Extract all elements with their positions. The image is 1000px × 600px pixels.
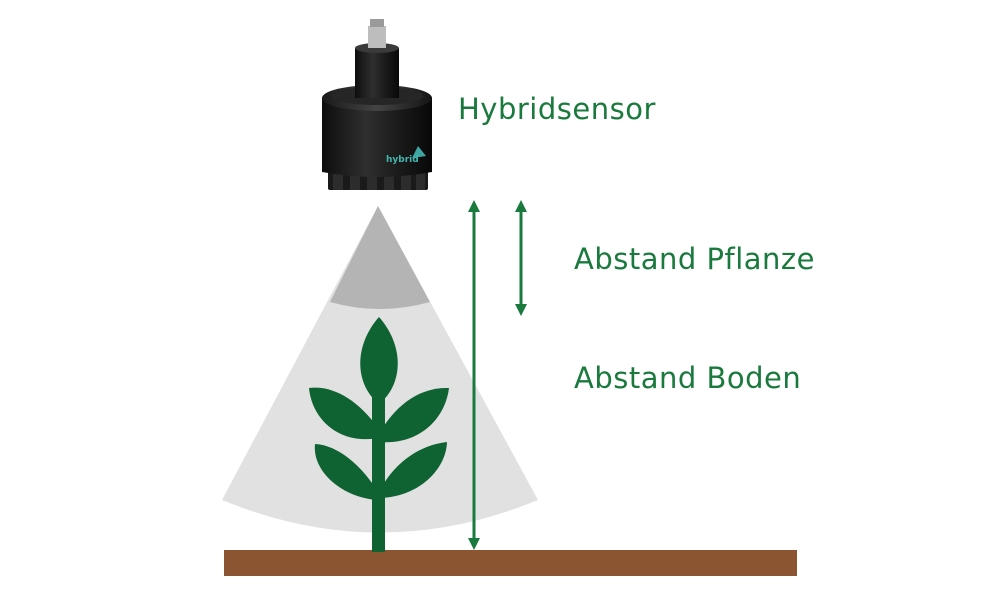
plant-leaf-mid-right: [380, 387, 449, 443]
cone-inner: [330, 206, 430, 309]
soil-bar: [224, 550, 797, 576]
sensor-label: Hybridsensor: [458, 92, 656, 126]
plant-leaf-low-right: [380, 442, 447, 498]
plant-leaf-top: [360, 317, 398, 404]
plant-distance-label: Abstand Pflanze: [574, 242, 815, 276]
plant-icon: [309, 317, 449, 552]
plant-leaf-mid-left: [309, 387, 378, 440]
plant-stem: [372, 368, 385, 552]
ground-distance-label: Abstand Boden: [574, 361, 802, 395]
plant-leaf-low-left: [314, 444, 378, 500]
sensor-device: hybrid: [322, 19, 432, 190]
sensor-badge: hybrid: [386, 155, 419, 165]
